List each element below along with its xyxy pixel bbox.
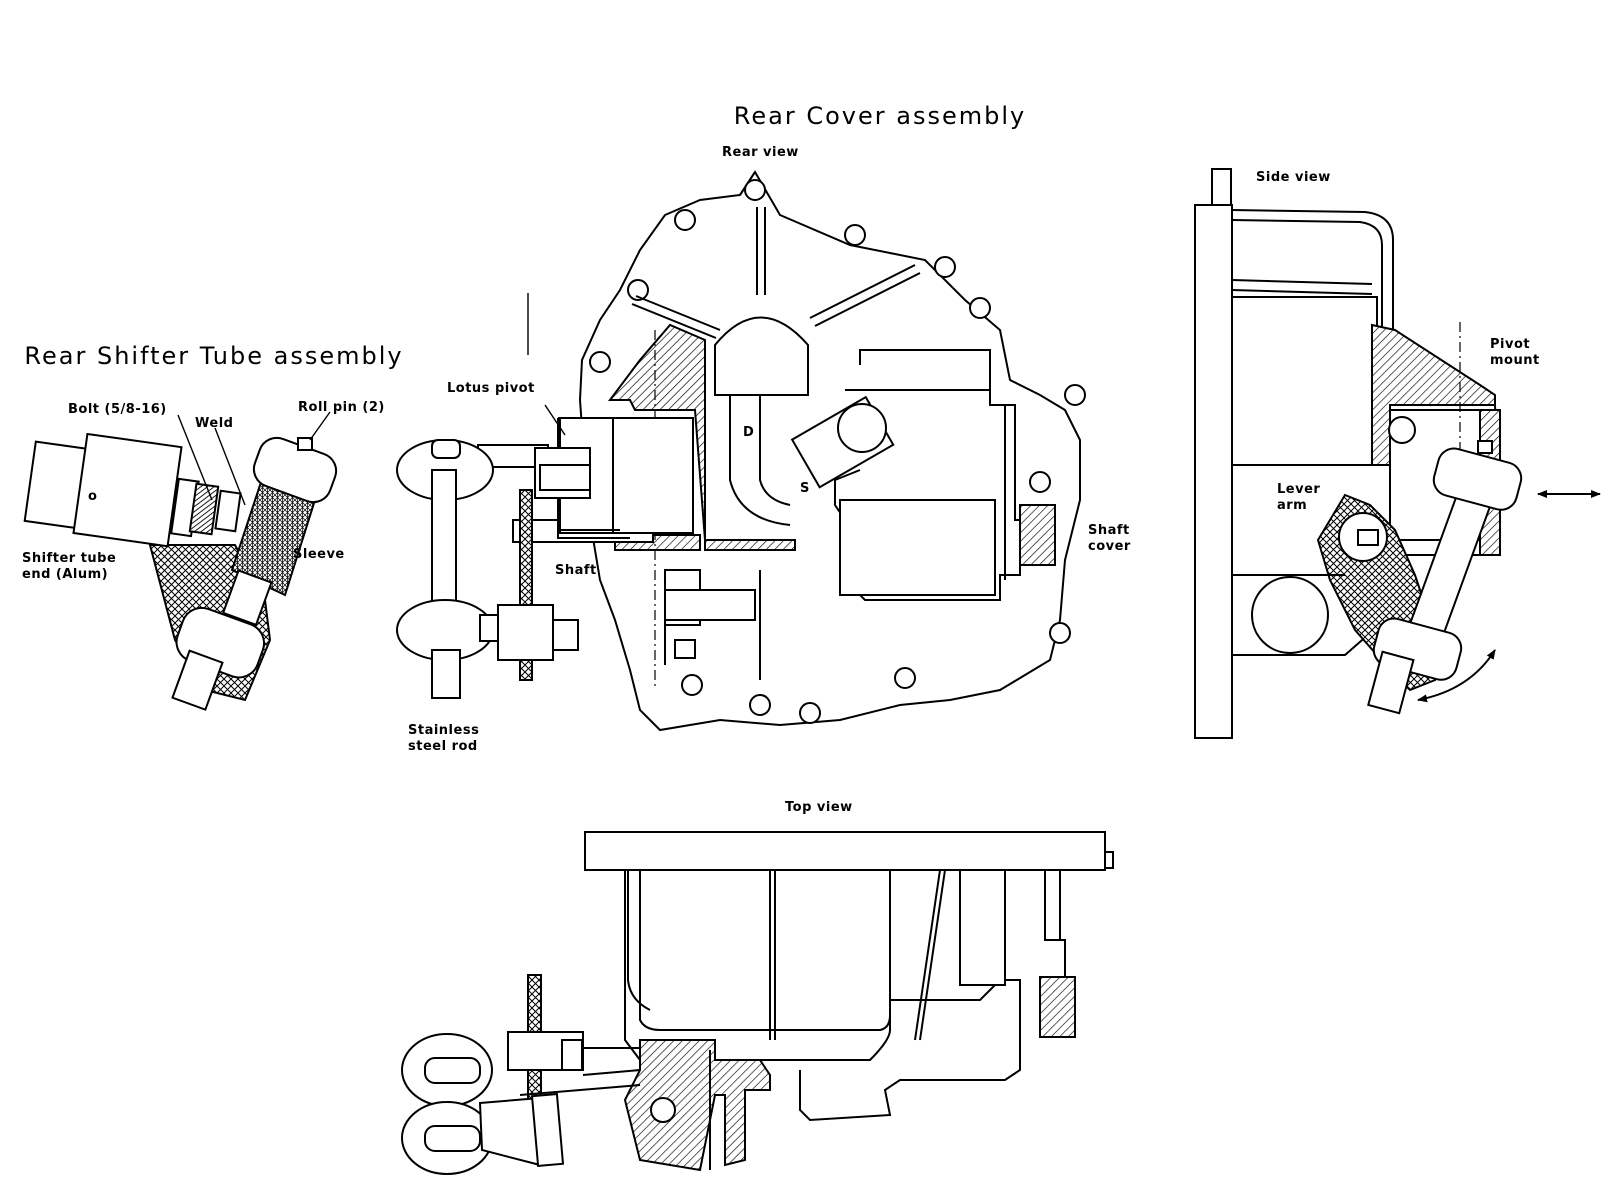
stainless-label-2: steel rod bbox=[408, 739, 478, 754]
shaft-cover-label-2: cover bbox=[1088, 539, 1131, 554]
bolt-hole bbox=[627, 279, 649, 301]
bolt-hole bbox=[1064, 384, 1086, 406]
shifter-tube-end-label-2: end (Alum) bbox=[22, 567, 108, 582]
shaft-label: Shaft bbox=[555, 563, 597, 578]
tube-mark: o bbox=[88, 489, 97, 504]
d-mark: D bbox=[743, 425, 754, 440]
side-view-label: Side view bbox=[1256, 170, 1331, 185]
bolt-hole bbox=[1049, 622, 1071, 644]
rear-cover-title: Rear Cover assembly bbox=[734, 102, 1026, 130]
lever-arm-label-2: arm bbox=[1277, 498, 1307, 513]
rear-shifter-tube-assembly: o bbox=[23, 411, 338, 711]
bolt-hole bbox=[894, 667, 916, 689]
shifter-tube-end-label-1: Shifter tube bbox=[22, 551, 116, 566]
bolt-hole bbox=[681, 674, 703, 696]
bolt-hole bbox=[1029, 471, 1051, 493]
side-view-drawing bbox=[1194, 168, 1601, 739]
weld-label: Weld bbox=[195, 416, 233, 431]
bolt-hole bbox=[749, 694, 771, 716]
rear-view-drawing: S D bbox=[396, 170, 1086, 732]
roll-pin-label: Roll pin (2) bbox=[298, 400, 385, 415]
pivot-mount-label-1: Pivot bbox=[1490, 337, 1530, 352]
bolt-hole bbox=[844, 224, 866, 246]
sleeve-label: Sleeve bbox=[293, 547, 345, 562]
bolt-hole bbox=[744, 179, 766, 201]
rear-view-label: Rear view bbox=[722, 145, 799, 160]
shaft-cover-label-1: Shaft bbox=[1088, 523, 1130, 538]
bolt-hole bbox=[674, 209, 696, 231]
pivot-mount-label-2: mount bbox=[1490, 353, 1540, 368]
lotus-pivot-label: Lotus pivot bbox=[447, 381, 535, 396]
s-mark: S bbox=[800, 481, 810, 496]
bolt-hole bbox=[934, 256, 956, 278]
bolt-hole bbox=[969, 297, 991, 319]
top-view-drawing bbox=[401, 831, 1114, 1175]
stainless-label-1: Stainless bbox=[408, 723, 479, 738]
rear-shifter-title: Rear Shifter Tube assembly bbox=[24, 342, 403, 370]
bolt-hole bbox=[589, 351, 611, 373]
top-view-label: Top view bbox=[785, 800, 853, 815]
bolt-hole bbox=[799, 702, 821, 724]
lever-arm-label-1: Lever bbox=[1277, 482, 1320, 497]
bolt-label: Bolt (5/8-16) bbox=[68, 402, 167, 417]
